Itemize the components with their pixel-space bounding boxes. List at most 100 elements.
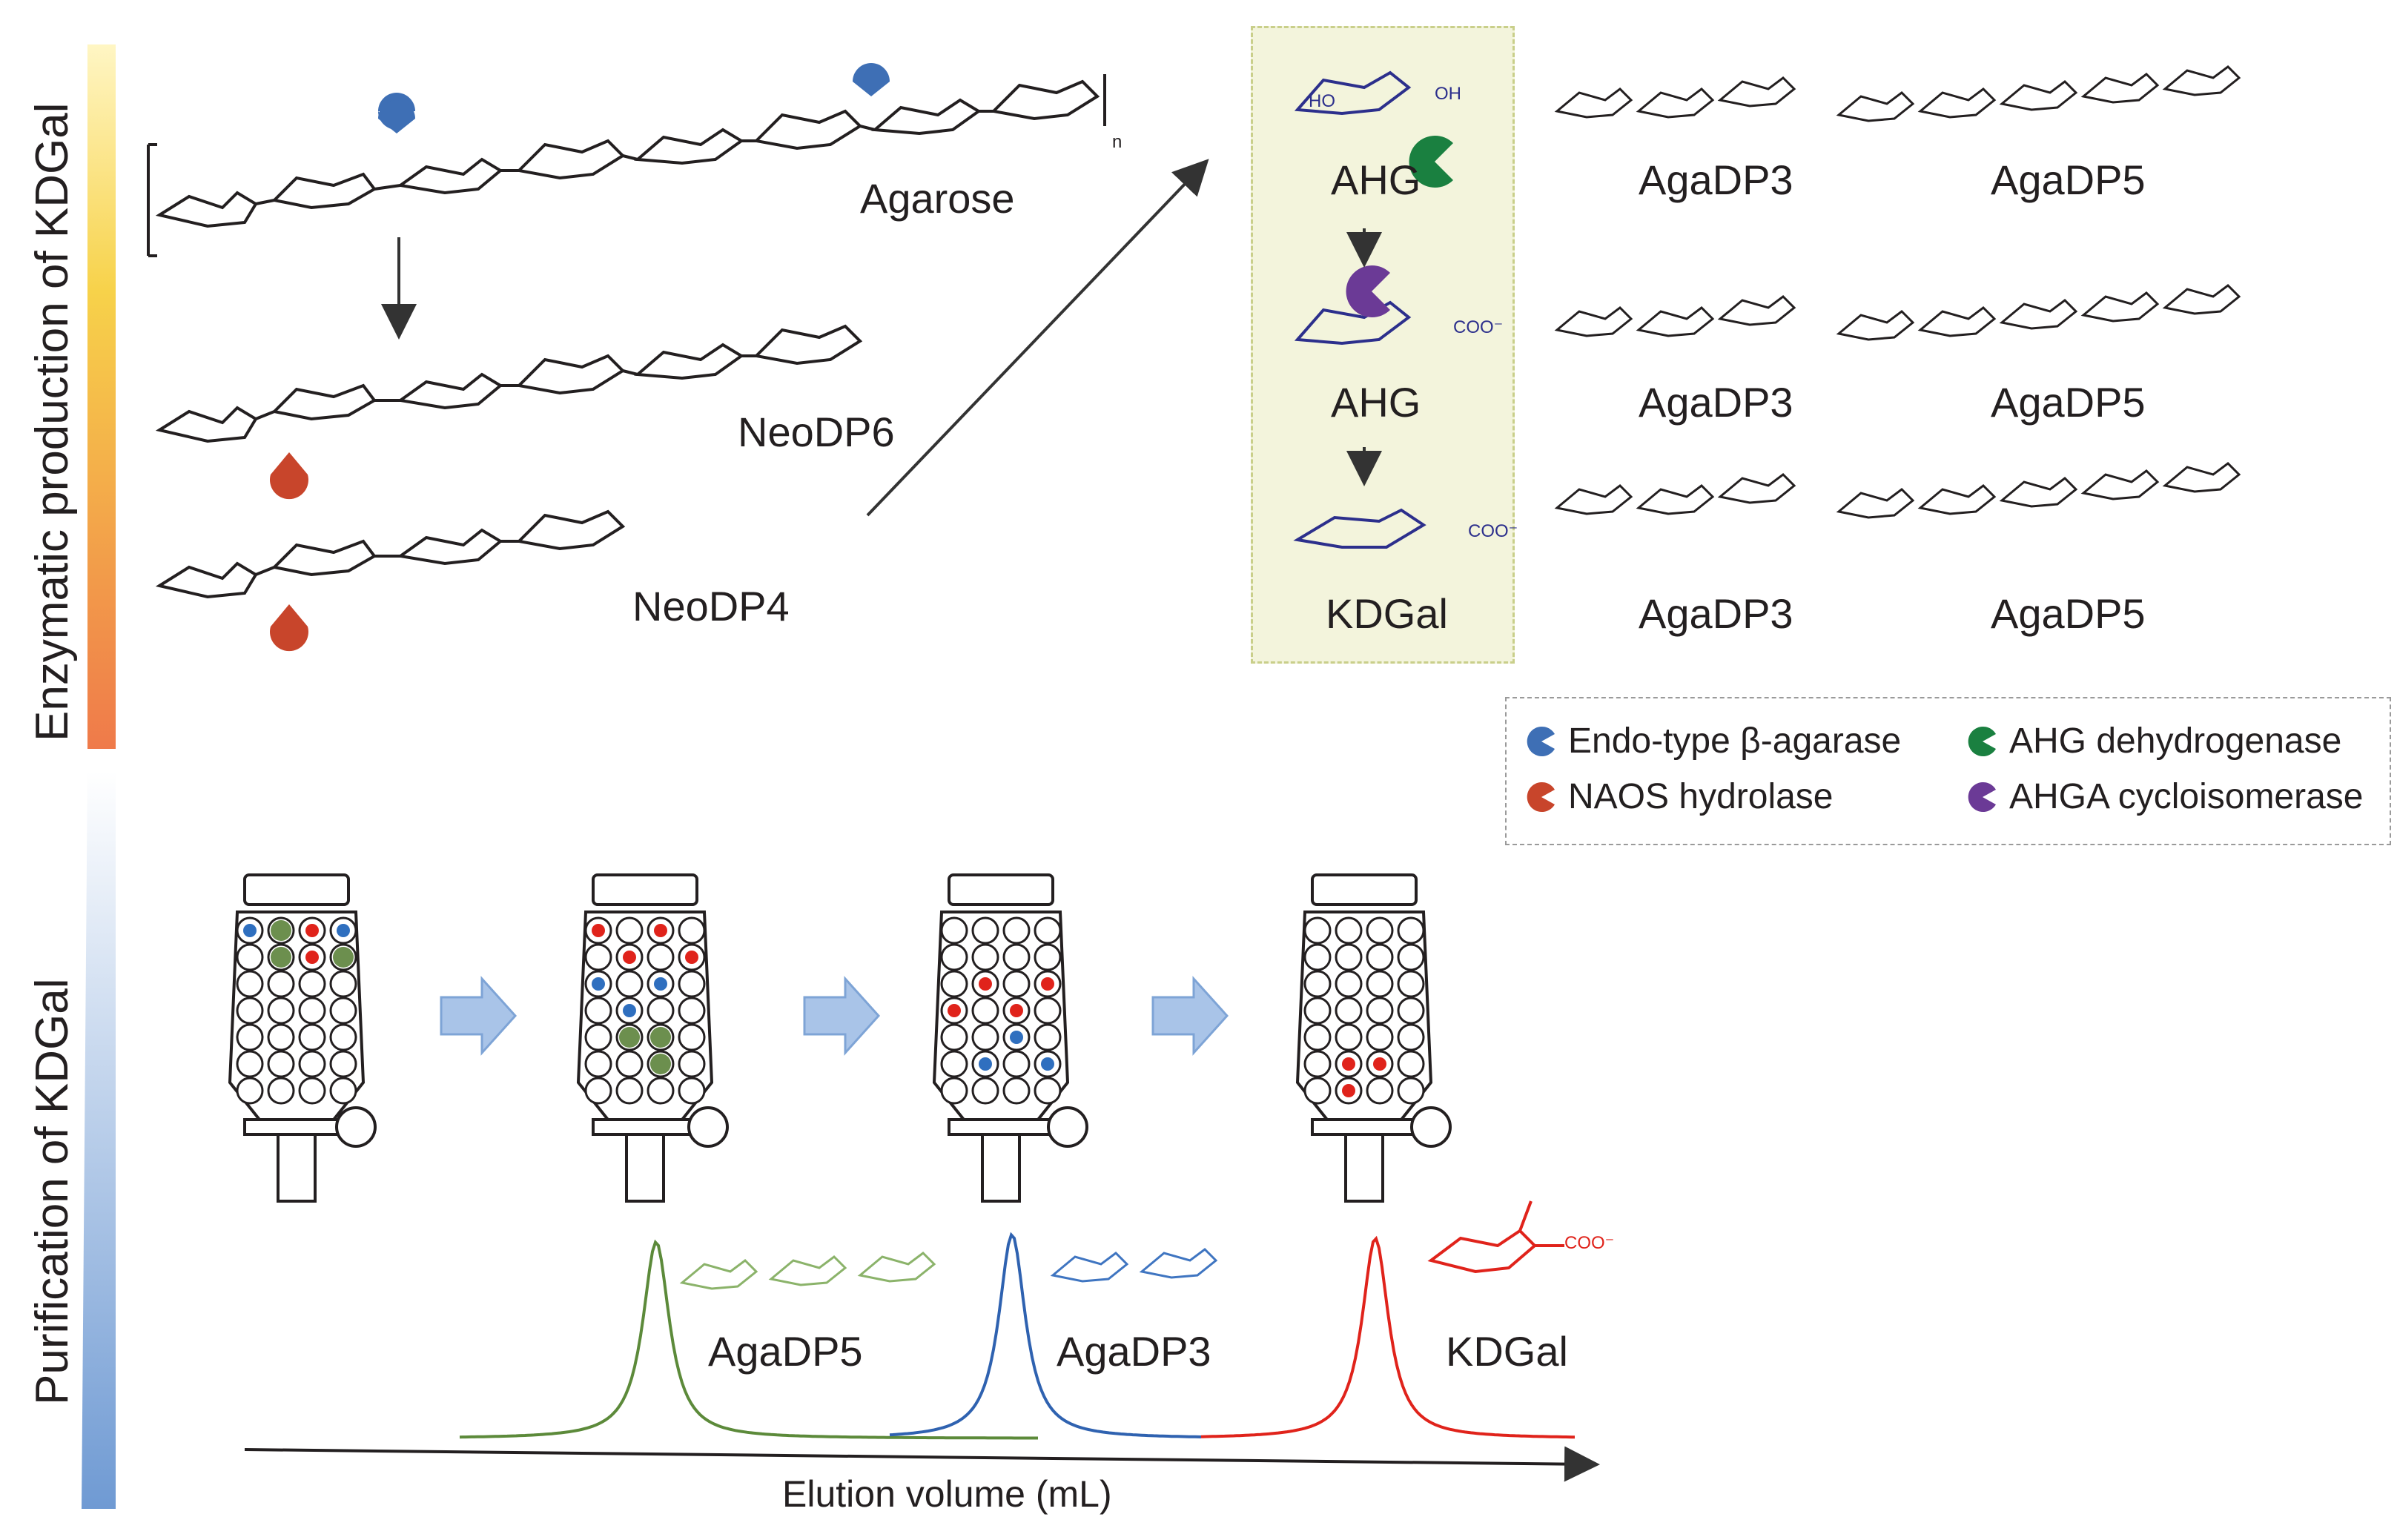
column-bead — [267, 970, 295, 998]
analyte-bead-green — [619, 1027, 640, 1048]
column-bead — [236, 970, 264, 998]
kdgal-label: KDGal — [1326, 590, 1448, 637]
column-bead — [267, 1077, 295, 1105]
column-bead — [971, 1077, 999, 1105]
peak-label-kdgal: KDGal — [1446, 1328, 1568, 1375]
column-bead — [1397, 970, 1425, 998]
purification-label: Purification of KDGal — [27, 978, 78, 1405]
column-bead — [647, 997, 675, 1025]
flow-arrow-1 — [440, 976, 518, 1056]
column-bead — [1303, 1023, 1332, 1051]
analyte-bead-blue — [654, 977, 667, 991]
column-bead — [971, 997, 999, 1025]
column-bead — [267, 997, 295, 1025]
column-2 — [576, 873, 729, 1203]
flow-arrow-3 — [1151, 976, 1229, 1056]
analyte-bead-red — [948, 1004, 961, 1017]
analyte-bead-red — [685, 951, 698, 964]
arrow-neo-to-ahg — [866, 159, 1209, 517]
peak-kdgal-coo-label: COO⁻ — [1564, 1233, 1615, 1253]
column-beads — [236, 916, 1425, 1105]
ahg-pathway-box — [1251, 26, 1515, 664]
analyte-bead-red — [1041, 977, 1054, 991]
ahg-label-2: AHG — [1331, 379, 1421, 426]
column-bead — [1397, 1023, 1425, 1051]
column-bead — [584, 997, 612, 1025]
neodp6-structure — [155, 324, 863, 443]
naos-hydrolase-icon — [270, 452, 309, 500]
agadp5-structure-1 — [1836, 65, 2241, 122]
legend-label-ahga-cycloisomerase: AHGA cycloisomerase — [2009, 777, 2364, 816]
analyte-bead-blue — [337, 924, 350, 937]
column-bead — [1002, 970, 1031, 998]
agadp5-label-2: AgaDP5 — [1991, 379, 2146, 426]
endo-agarase-icon-2 — [853, 63, 890, 96]
column-bead — [1335, 1023, 1363, 1051]
neodp4-label: NeoDP4 — [632, 583, 790, 629]
column-bead — [971, 916, 999, 945]
neodp4-structure — [155, 509, 626, 599]
agadp3-structure-1 — [1554, 76, 1796, 119]
column-bead — [1397, 1050, 1425, 1078]
column-bead — [298, 1050, 326, 1078]
ahg2-coo-label: COO⁻ — [1453, 317, 1504, 337]
peak-agadp5 — [459, 1239, 1038, 1440]
column-bead — [584, 1023, 612, 1051]
agadp5-label-3: AgaDP5 — [1991, 590, 2146, 637]
column-bead — [1034, 1023, 1062, 1051]
column-bead — [647, 943, 675, 971]
ahg-dehydrogenase-legend-icon — [1968, 726, 1996, 756]
column-bead — [329, 1050, 357, 1078]
column-bead — [1303, 970, 1332, 998]
column-bead — [940, 970, 968, 998]
ahga-cycloisomerase-icon — [1346, 265, 1390, 317]
elution-axis — [244, 1446, 1600, 1482]
legend-item-ahga-cycloisomerase: AHGA cycloisomerase — [1966, 776, 2364, 817]
column-bead — [329, 1023, 357, 1051]
peak-agadp3 — [889, 1232, 1202, 1438]
analyte-bead-blue — [592, 977, 605, 991]
peak-kdgal-structure — [1427, 1200, 1564, 1274]
column-bead — [267, 1050, 295, 1078]
column-bead — [678, 997, 706, 1025]
column-bead — [678, 916, 706, 945]
column-bead — [236, 997, 264, 1025]
analyte-bead-blue — [1041, 1057, 1054, 1071]
column-bead — [236, 1077, 264, 1105]
purification-gradient-bar — [82, 771, 116, 1509]
column-bead — [1366, 1023, 1394, 1051]
legend-item-naos-hydrolase: NAOS hydrolase — [1525, 776, 1834, 817]
column-bead — [971, 943, 999, 971]
analyte-bead-green — [333, 947, 354, 968]
column-bead — [1303, 997, 1332, 1025]
column-bead — [615, 1050, 644, 1078]
production-gradient-bar — [87, 44, 116, 749]
column-bead — [1335, 916, 1363, 945]
column-bead — [329, 970, 357, 998]
ahg1-ho-label: HO — [1309, 91, 1335, 111]
column-bead — [1002, 943, 1031, 971]
analyte-bead-red — [623, 951, 636, 964]
peak-label-agadp5: AgaDP5 — [708, 1328, 863, 1375]
analyte-bead-blue — [243, 924, 257, 937]
agadp3-structure-2 — [1554, 295, 1796, 337]
column-bead — [940, 1050, 968, 1078]
legend-item-ahg-dehydrogenase: AHG dehydrogenase — [1966, 721, 2341, 761]
analyte-bead-green — [271, 947, 291, 968]
peak-agadp5-structure — [679, 1252, 936, 1290]
column-bead — [236, 1050, 264, 1078]
column-bead — [584, 1050, 612, 1078]
column-bead — [1335, 997, 1363, 1025]
analyte-bead-red — [305, 951, 319, 964]
analyte-bead-red — [1342, 1057, 1355, 1071]
analyte-bead-blue — [979, 1057, 992, 1071]
column-bead — [1002, 1077, 1031, 1105]
legend-item-endo-agarase: Endo-type β-agarase — [1525, 721, 1901, 761]
column-bead — [940, 916, 968, 945]
column-bead — [1397, 916, 1425, 945]
column-bead — [1397, 1077, 1425, 1105]
analyte-bead-red — [1373, 1057, 1386, 1071]
ahg1-oh-label: OH — [1435, 84, 1461, 104]
column-bead — [1034, 997, 1062, 1025]
agadp5-structure-2 — [1836, 284, 2241, 341]
